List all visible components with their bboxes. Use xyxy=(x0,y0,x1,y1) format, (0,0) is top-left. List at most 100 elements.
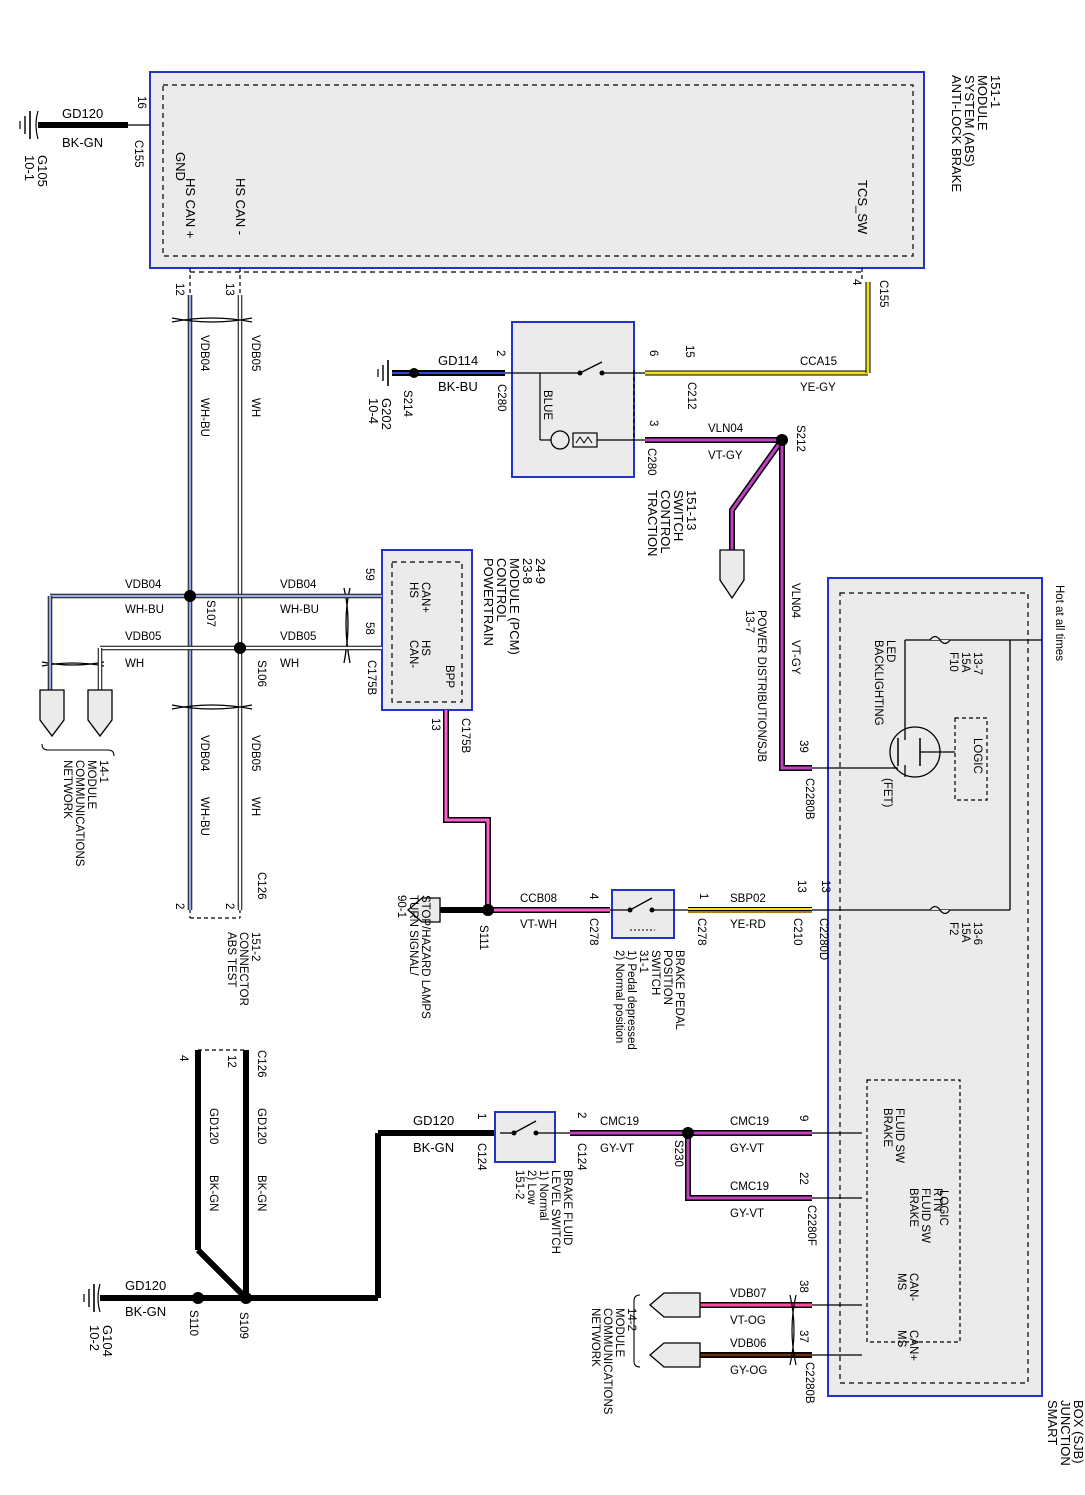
svg-text:58: 58 xyxy=(363,622,375,635)
svg-text:ABS TEST: ABS TEST xyxy=(225,932,237,987)
svg-text:MODULE: MODULE xyxy=(975,75,990,131)
svg-text:VT-WH: VT-WH xyxy=(520,919,557,931)
svg-text:COMMUNICATIONS: COMMUNICATIONS xyxy=(73,760,85,867)
module-comm-network-141[interactable]: 14-1 MODULE COMMUNICATIONS NETWORK xyxy=(39,689,115,867)
svg-text:BK-GN: BK-GN xyxy=(62,135,103,150)
wire-gd114: GD114 BK-BU S214 G202 10-4 2 C280 xyxy=(366,350,507,430)
vertical-wire-labels-upper: VDB04 WH-BU VDB05 WH xyxy=(198,335,261,437)
svg-text:G202: G202 xyxy=(379,398,394,430)
sjb-logic-top: LOGIC xyxy=(971,738,983,774)
tcs-title: TRACTION CONTROL SWITCH 151-13 xyxy=(645,490,699,556)
svg-text:2: 2 xyxy=(173,903,185,909)
twist-markers xyxy=(41,317,351,710)
svg-text:VDB05: VDB05 xyxy=(249,735,261,771)
svg-text:WH-BU: WH-BU xyxy=(125,604,164,616)
svg-text:S212: S212 xyxy=(794,425,806,452)
svg-text:C2280F: C2280F xyxy=(805,1205,817,1246)
svg-text:CMC19: CMC19 xyxy=(730,1116,769,1128)
svg-text:C126: C126 xyxy=(255,872,267,900)
svg-text:22: 22 xyxy=(797,1172,809,1185)
pin-16: 16 xyxy=(135,96,147,109)
svg-text:G104: G104 xyxy=(100,1325,115,1357)
svg-text:CONNECTOR: CONNECTOR xyxy=(237,932,249,1006)
svg-text:151-2: 151-2 xyxy=(513,1170,525,1199)
svg-text:13-7: 13-7 xyxy=(971,652,983,675)
svg-text:2: 2 xyxy=(494,350,506,356)
svg-text:TCS_SW: TCS_SW xyxy=(855,180,870,235)
sjb-ms-can-plus-pin: MS CAN+ xyxy=(895,1330,919,1361)
svg-text:9: 9 xyxy=(797,1115,809,1121)
svg-text:151-2: 151-2 xyxy=(249,932,261,961)
svg-text:SMART: SMART xyxy=(1045,1400,1060,1445)
svg-text:S106: S106 xyxy=(255,660,267,687)
svg-text:15A: 15A xyxy=(959,652,971,673)
wire-ccb08: CCB08 VT-WH 13 C175B S111 4 C278 xyxy=(429,710,610,950)
svg-text:VT-GY: VT-GY xyxy=(708,450,743,462)
svg-text:F10: F10 xyxy=(947,652,959,672)
svg-text:1: 1 xyxy=(697,893,709,899)
svg-text:10-2: 10-2 xyxy=(87,1325,102,1351)
svg-text:LOGIC: LOGIC xyxy=(971,738,983,774)
svg-text:MS: MS xyxy=(895,1273,907,1291)
svg-text:VDB04: VDB04 xyxy=(198,735,210,772)
turn-signal-label: 90-1 TURN SIGNAL/ STOP/HAZARD LAMPS xyxy=(395,895,431,1019)
abs-gnd-pin: GND xyxy=(173,152,188,181)
pin-12-13-labels: 12 13 xyxy=(173,283,235,296)
svg-text:GY-VT: GY-VT xyxy=(730,1143,764,1155)
sjb-module: Hot at all times F10 15A 13-7 F2 15A 13-… xyxy=(812,577,1085,1466)
svg-text:CMC19: CMC19 xyxy=(730,1181,769,1193)
svg-text:BACKLIGHTING: BACKLIGHTING xyxy=(872,640,884,726)
brake-fluid-title: BRAKE FLUID LEVEL SWITCH 1) Normal 2) Lo… xyxy=(513,1170,573,1254)
abs-test-title: ABS TEST CONNECTOR 151-2 xyxy=(225,932,261,1006)
wire-vln04: VLN04 VT-GY 3 C280 S212 VLN04 VT-GY 39 C… xyxy=(645,420,815,820)
power-distribution-reference[interactable]: POWER DISTRIBUTION/SJB 13-7 xyxy=(719,549,767,762)
abs-hs-can-plus-pin: HS CAN + xyxy=(183,178,198,238)
wire-vdb07: VDB07 VT-OG 38 xyxy=(700,1280,812,1327)
svg-text:MODULE: MODULE xyxy=(613,1308,625,1358)
svg-text:HS CAN -: HS CAN - xyxy=(233,178,248,235)
splices-can: S107 S106 xyxy=(184,590,267,687)
brake-fluid-level-switch: BRAKE FLUID LEVEL SWITCH 1) Normal 2) Lo… xyxy=(494,1111,587,1254)
wire-vdb04-horizontal: VDB04 WH-BU VDB04 WH-BU xyxy=(47,579,382,690)
svg-text:39: 39 xyxy=(797,740,809,753)
svg-text:MODULE (PCM): MODULE (PCM) xyxy=(507,558,522,655)
svg-text:2) Low: 2) Low xyxy=(525,1170,537,1205)
svg-text:POWERTRAIN: POWERTRAIN xyxy=(481,558,496,646)
abs-module: GND HS CAN + HS CAN - TCS_SW ANTI-LOCK B… xyxy=(149,71,1003,269)
sjb-title: SMART JUNCTION BOX (SJB) 11-3 xyxy=(1045,1400,1085,1466)
wire-g105: GD120 BK-GN G105 10-1 16 C155 xyxy=(19,96,150,187)
pcm-title: POWERTRAIN CONTROL MODULE (PCM) 23-8 24-… xyxy=(481,558,548,655)
module-comm-141-label: 14-1 MODULE COMMUNICATIONS NETWORK xyxy=(61,760,109,867)
svg-text:CAN-: CAN- xyxy=(407,640,419,668)
svg-text:14-1: 14-1 xyxy=(97,760,109,783)
tcs-blue-label: BLUE xyxy=(541,390,553,420)
svg-text:13: 13 xyxy=(223,283,235,296)
svg-text:2: 2 xyxy=(223,903,235,909)
svg-text:JUNCTION: JUNCTION xyxy=(1058,1400,1073,1466)
abs-can-stubs xyxy=(189,268,863,295)
svg-text:13-7: 13-7 xyxy=(743,610,755,633)
svg-text:VDB05: VDB05 xyxy=(125,631,161,643)
svg-text:S110: S110 xyxy=(187,1310,199,1336)
g202-label: G202 10-4 xyxy=(366,398,394,430)
svg-text:WH-BU: WH-BU xyxy=(198,797,210,836)
svg-text:S214: S214 xyxy=(401,390,413,417)
svg-text:WH: WH xyxy=(249,398,261,417)
svg-text:BRAKE PEDAL: BRAKE PEDAL xyxy=(673,950,685,1030)
svg-text:VDB04: VDB04 xyxy=(125,579,162,591)
pcm-hs-can-minus-pin: HS CAN- xyxy=(407,640,431,668)
svg-text:S109: S109 xyxy=(237,1312,249,1339)
module-comm-network-142[interactable]: 14-2 MODULE COMMUNICATIONS NETWORK xyxy=(589,1292,701,1415)
svg-text:(FET): (FET) xyxy=(881,778,893,808)
svg-text:WH: WH xyxy=(280,658,299,670)
svg-text:13: 13 xyxy=(429,718,441,731)
svg-text:6: 6 xyxy=(647,350,659,356)
svg-text:15: 15 xyxy=(683,345,695,358)
svg-text:2) Normal position: 2) Normal position xyxy=(613,950,625,1043)
c155-top: C155 xyxy=(132,140,144,168)
svg-text:13: 13 xyxy=(819,880,831,893)
turn-signal-reference[interactable]: 90-1 TURN SIGNAL/ STOP/HAZARD LAMPS xyxy=(395,895,441,1019)
svg-text:151-1: 151-1 xyxy=(988,75,1003,108)
fet-label: (FET) xyxy=(881,778,893,808)
